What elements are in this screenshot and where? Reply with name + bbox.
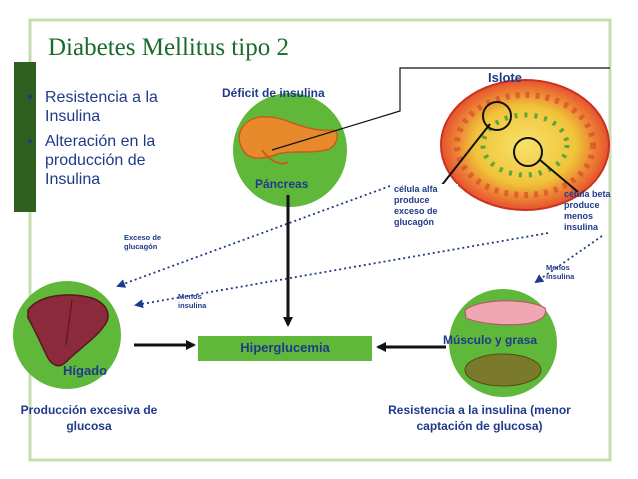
deficit-label: Déficit de insulina <box>222 86 325 100</box>
frame-outline <box>28 18 612 462</box>
alpha-cell-label: célula alfa produce exceso de glucagón <box>394 184 458 228</box>
liver-lobe-line <box>65 299 73 346</box>
islet-zoom-line <box>271 67 610 151</box>
beta-pointer <box>539 159 579 193</box>
bullet-item: • Alteración en la producción de Insulin… <box>25 132 170 189</box>
islote-label: Islote <box>488 70 522 85</box>
beta-cell-label: célula beta produce menos insulina <box>564 189 611 232</box>
frame-accent-bar <box>14 62 36 212</box>
muscle-fat-node <box>449 289 557 397</box>
bullet-dot-icon: • <box>27 89 33 106</box>
muscle-tissue <box>464 300 547 326</box>
exceso-glucagon-label: Exceso de glucagón <box>124 233 162 251</box>
hiperglucemia-box <box>198 336 372 361</box>
resistencia-label: Resistencia a la insulina (menor captaci… <box>388 403 571 433</box>
slide-title: Diabetes Mellitus tipo 2 <box>48 34 289 61</box>
alpha-highlight <box>482 101 512 131</box>
menos-insulina-left-label: Menos insulina <box>178 292 207 310</box>
pancreas-node <box>233 93 347 207</box>
menos-insulina-right-label: Menos insulina <box>546 263 575 281</box>
alpha-pointer <box>437 123 491 191</box>
bullet-item: • Resistencia a la Insulina <box>25 88 170 126</box>
islet-illustration <box>440 79 610 211</box>
bullet-text: Alteración en la producción de Insulina <box>45 133 156 188</box>
pancreas-duct <box>261 149 289 165</box>
produccion-label: Producción excesiva de glucosa <box>20 403 158 433</box>
liver-node <box>13 281 121 389</box>
pancreas-label: Páncreas <box>255 177 309 191</box>
arrow-glucagon-to-liver <box>116 185 391 288</box>
islet-ring-inner <box>480 112 570 178</box>
arrow-insulin-to-muscle <box>534 235 603 284</box>
bullet-dot-icon: • <box>27 133 33 150</box>
beta-highlight <box>513 137 543 167</box>
bullet-list: • Resistencia a la Insulina • Alteración… <box>25 88 170 189</box>
bullet-text: Resistencia a la Insulina <box>45 89 158 125</box>
fat-tissue <box>464 353 542 387</box>
islet-ring-outer <box>454 92 596 198</box>
higado-label: Hígado <box>63 363 108 378</box>
hiperglucemia-label: Hiperglucemia <box>240 340 330 355</box>
pancreas-organ <box>238 116 338 159</box>
musculo-label: Músculo y grasa <box>443 333 538 347</box>
